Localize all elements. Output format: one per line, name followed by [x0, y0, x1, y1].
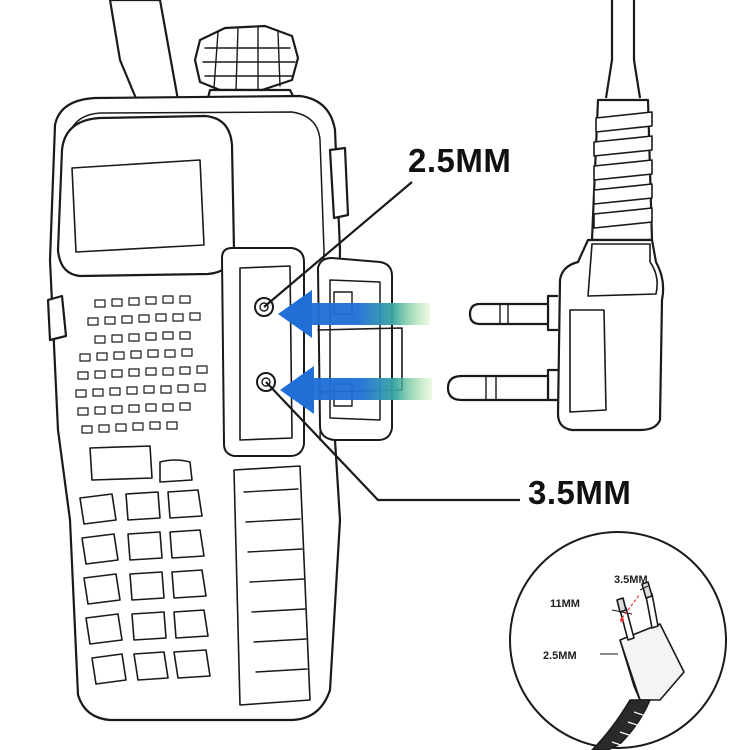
leader-line-2-5	[263, 181, 413, 308]
label-3-5mm: 3.5MM	[528, 474, 632, 511]
inset-label-2-5mm: 2.5MM	[543, 650, 577, 662]
leader-line-3-5	[265, 381, 520, 502]
insert-arrow-3-5	[280, 366, 432, 414]
inset-label-11mm: 11MM	[550, 598, 580, 610]
insert-arrow-2-5	[278, 290, 430, 338]
radio-icon	[46, 0, 403, 722]
label-2-5mm: 2.5MM	[408, 142, 512, 179]
jack-plug-icon	[446, 0, 665, 432]
plug-inset-icon	[509, 531, 727, 750]
inset-label-3-5mm: 3.5MM	[614, 574, 648, 586]
